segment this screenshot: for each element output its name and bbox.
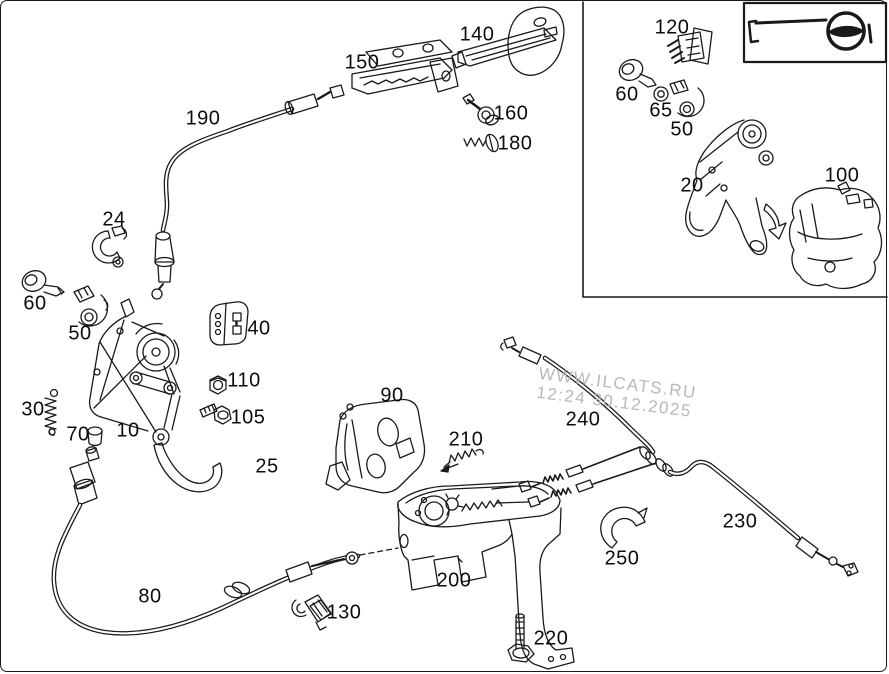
key-icon — [747, 11, 873, 51]
part-label-50-8: 50 — [670, 118, 694, 141]
part-label-80-27: 80 — [138, 585, 162, 608]
part-label-60-6: 60 — [615, 83, 639, 106]
part-label-20-9: 20 — [680, 174, 704, 197]
part-24-clip-drawing — [91, 225, 128, 268]
part-label-140-2: 140 — [459, 23, 495, 46]
inset-panel-border — [582, 1, 888, 298]
part-50-bushing-inset-drawing — [669, 79, 705, 118]
part-label-250-25: 250 — [604, 547, 640, 570]
part-60-clip-drawing — [21, 270, 65, 297]
part-label-130-28: 130 — [326, 601, 362, 624]
part-label-180-4: 180 — [497, 132, 533, 155]
part-230-cable-drawing — [527, 458, 859, 577]
part-label-60-12: 60 — [23, 292, 47, 315]
part-label-240-23: 240 — [565, 408, 601, 431]
part-60-clip-inset-drawing — [618, 58, 657, 88]
part-10-pedal-assembly-drawing — [88, 298, 223, 493]
part-label-110-15: 110 — [227, 369, 261, 392]
part-label-10-19: 10 — [116, 419, 140, 442]
part-label-200-24: 200 — [436, 569, 472, 592]
part-label-65-7: 65 — [649, 99, 673, 122]
part-label-120-5: 120 — [654, 16, 690, 39]
part-150-bracket-drawing — [351, 39, 459, 95]
part-label-40-14: 40 — [247, 317, 271, 340]
part-160-screw-drawing — [462, 93, 499, 126]
part-110-nut-drawing — [209, 375, 227, 395]
part-65-washer-drawing — [653, 86, 669, 102]
part-20-lever-drawing — [685, 119, 787, 256]
part-130-clip-drawing — [291, 594, 332, 631]
part-label-220-29: 220 — [533, 627, 569, 650]
part-label-90-21: 90 — [380, 384, 404, 407]
part-105-bolt-drawing — [199, 403, 232, 425]
part-label-50-13: 50 — [68, 322, 92, 345]
part-label-70-18: 70 — [66, 423, 90, 446]
part-label-190-0: 190 — [185, 107, 221, 130]
part-250-clip-drawing — [600, 506, 648, 549]
part-label-230-26: 230 — [722, 510, 758, 533]
part-label-25-20: 25 — [255, 455, 279, 478]
part-80-cable-drawing — [51, 446, 399, 636]
part-210-spring-drawing — [440, 448, 484, 473]
part-140-bracket-drawing — [451, 6, 565, 76]
part-70-bushing-drawing — [87, 426, 103, 447]
part-label-210-22: 210 — [448, 428, 484, 451]
part-30-spring-drawing — [44, 388, 59, 436]
part-40-grommet-drawing — [209, 301, 249, 346]
part-90-bracket-drawing — [325, 398, 426, 494]
part-label-105-16: 105 — [230, 406, 266, 429]
part-label-100-10: 100 — [824, 164, 860, 187]
part-label-30-17: 30 — [21, 398, 45, 421]
part-50-bushing-drawing — [73, 285, 109, 327]
part-190-cable-drawing — [151, 84, 345, 300]
part-label-150-1: 150 — [344, 51, 380, 74]
part-120-connector-drawing — [667, 27, 713, 65]
part-label-160-3: 160 — [493, 102, 529, 125]
part-240-cable-drawing — [500, 336, 657, 493]
part-180-screw-drawing — [463, 133, 499, 153]
part-100-housing-drawing — [788, 181, 883, 290]
part-label-24-11: 24 — [102, 208, 126, 231]
legend-key-box — [742, 1, 888, 64]
part-220-bolt-drawing — [507, 613, 535, 663]
